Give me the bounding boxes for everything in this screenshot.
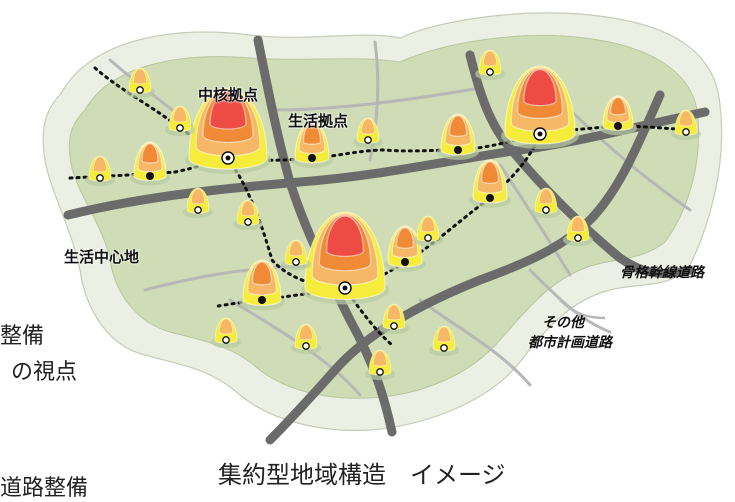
life-hub-cone	[239, 259, 285, 311]
cone-band	[386, 304, 402, 321]
center-marker	[222, 336, 230, 344]
cone-band	[141, 143, 159, 164]
core-marker-dot	[225, 155, 231, 161]
center-marker	[424, 234, 432, 242]
life-center-cone	[531, 187, 561, 219]
road-leader-line	[559, 299, 606, 320]
life-center-cone	[233, 199, 263, 231]
label-core-hub: 中核拠点	[198, 86, 259, 104]
cutoff-text-line2: の視点	[11, 360, 78, 385]
cone-band	[678, 110, 694, 127]
cone-band	[360, 118, 376, 135]
cone-band	[395, 227, 415, 249]
cutoff-text-line1: 整備	[0, 324, 45, 349]
cutoff-text-line3: 道路整備	[0, 476, 89, 501]
center-marker	[542, 206, 550, 214]
center-marker	[574, 234, 582, 242]
life-marker	[401, 258, 409, 266]
center-marker	[194, 206, 202, 214]
cone-band	[482, 50, 498, 67]
center-marker	[292, 258, 300, 266]
life-marker	[614, 122, 622, 130]
cone-band	[218, 318, 234, 335]
label-life-center: 生活中心地	[64, 248, 140, 266]
label-arterial-road: 骨格幹線道路	[620, 265, 704, 281]
label-other-road-line2: 都市計画道路	[528, 335, 612, 351]
cone-band	[609, 96, 627, 116]
life-center-cone	[475, 49, 505, 81]
cone-band	[288, 240, 304, 257]
life-center-cone	[413, 215, 443, 247]
life-center-cone	[429, 325, 459, 357]
cone-band	[251, 261, 273, 286]
life-center-cone	[291, 323, 321, 355]
life-hub-cone	[384, 225, 426, 272]
center-marker	[136, 86, 144, 94]
core-marker-dot	[342, 285, 348, 291]
cone-band	[209, 91, 247, 130]
cone-band	[190, 188, 206, 205]
center-marker	[244, 218, 252, 226]
center-marker	[364, 136, 372, 144]
cone-band	[538, 188, 554, 205]
diagram-caption: 集約型地域構造 イメージ	[218, 461, 506, 489]
life-hub-cone	[291, 121, 333, 168]
life-marker	[146, 172, 154, 180]
life-hub-cone	[437, 113, 479, 160]
life-center-cone	[365, 349, 395, 381]
cone-band	[448, 115, 468, 137]
cone-band	[372, 350, 388, 367]
cone-band	[240, 200, 256, 217]
cone-band	[436, 326, 452, 343]
life-center-cone	[671, 109, 701, 141]
life-center-cone	[379, 303, 409, 335]
core-hub-cone	[301, 211, 389, 305]
cone-band	[302, 123, 322, 145]
life-center-cone	[165, 105, 195, 137]
life-marker	[486, 194, 494, 202]
core-marker-dot	[537, 131, 543, 137]
center-marker	[682, 128, 690, 136]
life-hub-cone	[599, 95, 637, 136]
center-marker	[390, 322, 398, 330]
life-center-cone	[563, 215, 593, 247]
center-marker	[486, 68, 494, 76]
center-marker	[176, 124, 184, 132]
center-marker	[440, 344, 448, 352]
life-center-cone	[183, 187, 213, 219]
center-marker	[302, 342, 310, 350]
cone-band	[570, 216, 586, 233]
cone-band	[480, 161, 500, 184]
cone-band	[420, 216, 436, 233]
hub-cones	[85, 49, 701, 381]
life-marker	[454, 146, 462, 154]
cone-band	[132, 68, 148, 85]
life-marker	[258, 296, 266, 304]
core-hub-cone	[185, 87, 271, 175]
cone-band	[325, 215, 365, 257]
cone-band	[298, 324, 314, 341]
cone-band	[523, 69, 557, 107]
life-hub-cone	[130, 141, 170, 186]
label-life-hub: 生活拠点	[288, 112, 349, 130]
cone-band	[172, 106, 188, 123]
life-center-cone	[353, 117, 383, 149]
center-marker	[96, 174, 104, 182]
life-hub-cone	[469, 159, 511, 208]
core-hub-cone	[501, 65, 579, 149]
life-marker	[308, 154, 316, 162]
cone-band	[92, 156, 108, 173]
life-center-cone	[211, 317, 241, 349]
life-center-cone	[125, 67, 155, 99]
label-other-road-line1: その他	[542, 315, 584, 331]
life-center-cone	[85, 155, 115, 187]
life-center-cone	[281, 239, 311, 271]
center-marker	[376, 368, 384, 376]
